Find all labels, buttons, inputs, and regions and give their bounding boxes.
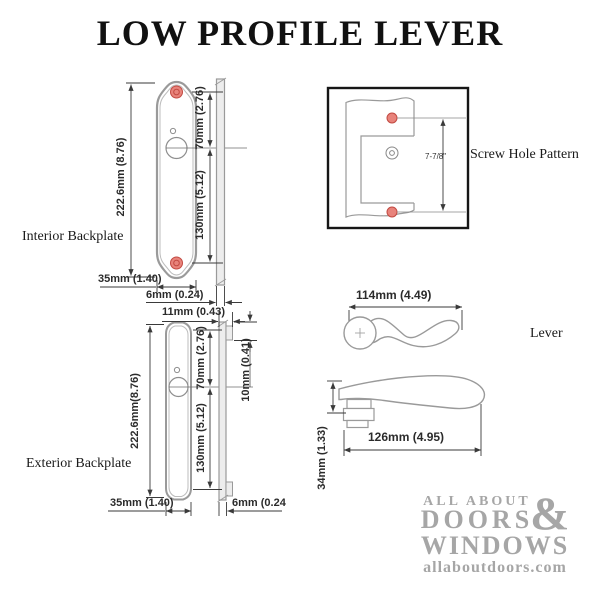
interior-side-profile [214, 77, 227, 287]
exterior-dimension-lines [108, 311, 282, 516]
lever-side-length-dim: 126mm (4.95) [368, 430, 445, 444]
pattern-bottom-screw [386, 206, 398, 218]
interior-small-hole [169, 127, 177, 135]
screw-hole-pattern-label: Screw Hole Pattern [470, 147, 579, 162]
interior-dimension-lines [100, 82, 242, 306]
exterior-backplate-drawing [108, 311, 282, 516]
logo-website: allaboutdoors.com [423, 559, 567, 577]
exterior-height-dim: 222.6mm(8.76) [129, 373, 141, 449]
exterior-clip-dim: 10mm (0.41) [240, 338, 252, 402]
exterior-top-thickness-dim: 11mm (0.43) [162, 306, 225, 318]
interior-thickness-dim: 6mm (0.24) [146, 289, 204, 301]
pattern-top-screw [386, 112, 398, 124]
exterior-thickness-dim: 6mm (0.24 [232, 497, 286, 509]
logo-text-doors: DOORS [420, 505, 534, 535]
interior-backplate-label: Interior Backplate [22, 229, 124, 244]
lever-top-view-drawing [343, 304, 463, 350]
pattern-center-hole [385, 146, 399, 160]
lever-label: Lever [530, 326, 563, 341]
exterior-bottom-dim: 130mm (5.12) [195, 403, 207, 473]
logo-text-windows: WINDOWS [420, 531, 570, 561]
exterior-side-profile [217, 319, 233, 503]
logo-text-all-about: ALL ABOUT [423, 494, 531, 509]
lever-side-view-drawing [327, 374, 486, 456]
exterior-width-dim: 35mm (1.40) [110, 497, 174, 509]
screw-hole-pattern-box [326, 86, 470, 230]
interior-bottom-screw [170, 256, 183, 270]
page-title: LOW PROFILE LEVER [96, 13, 504, 53]
logo-ampersand: & [530, 488, 570, 540]
exterior-small-hole [173, 366, 181, 374]
lever-top-length-dim: 114mm (4.49) [356, 288, 432, 302]
interior-top-screw [170, 85, 183, 99]
interior-backplate-drawing [100, 77, 247, 306]
interior-top-dim: 70mm (2.76) [194, 86, 206, 150]
interior-height-dim: 222.6mm (8.76) [115, 137, 127, 217]
interior-width-dim: 35mm (1.40) [98, 273, 162, 285]
screw-spacing-dim: 7-7/8" [425, 152, 447, 161]
exterior-top-dim: 70mm (2.76) [195, 326, 207, 390]
exterior-backplate-label: Exterior Backplate [26, 456, 132, 471]
company-logo: ALL ABOUT DOORS & WINDOWS allaboutdoors.… [412, 488, 578, 578]
lever-height-dim: 34mm (1.33) [316, 426, 328, 490]
interior-bottom-dim: 130mm (5.12) [194, 170, 206, 240]
